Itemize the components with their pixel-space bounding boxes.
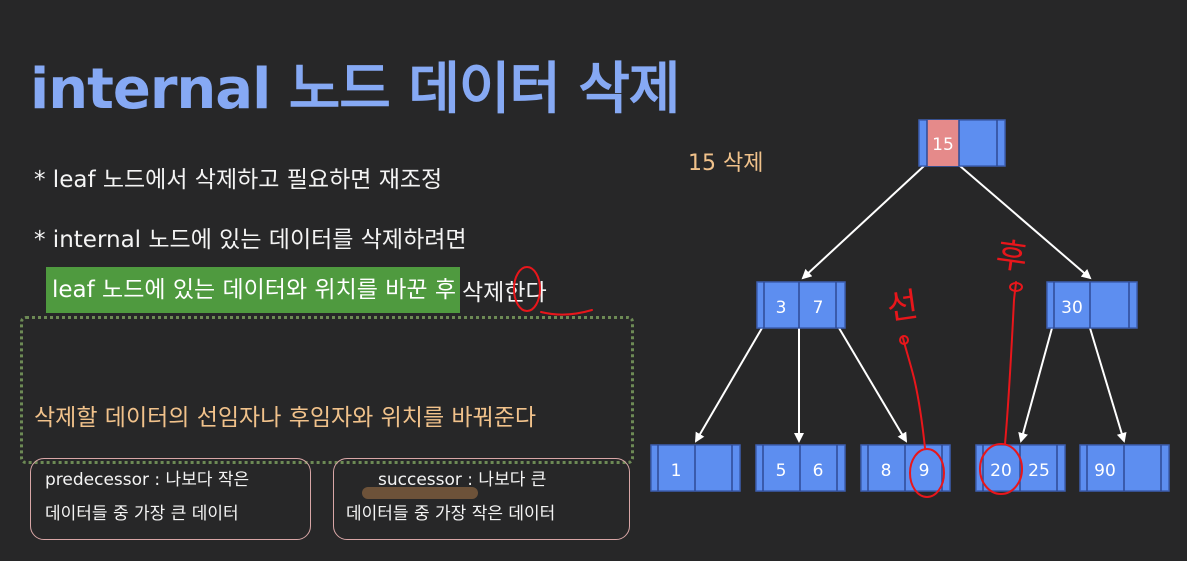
edge-30-to-90 <box>1089 327 1127 443</box>
dot-post <box>1009 282 1023 292</box>
circle-9-mark <box>909 448 945 498</box>
node-root: 15 <box>918 119 1006 167</box>
page-title: internal 노드 데이터 삭제 <box>30 57 680 122</box>
line-9-to-pre <box>902 337 926 449</box>
bullet-swap-line: leaf 노드에 있는 데이터와 위치를 바꾼 후 삭제한다 <box>46 267 547 313</box>
predecessor-callout: predecessor : 나보다 작은 데이터들 중 가장 큰 데이터 <box>30 458 311 540</box>
predecessor-line1: predecessor : 나보다 작은 <box>45 470 250 490</box>
bullet-internal-delete: * internal 노드에 있는 데이터를 삭제하려면 <box>34 227 467 253</box>
successor-callout: successor : 나보다 큰 데이터들 중 가장 작은 데이터 <box>333 458 630 540</box>
swap-text-rest: 삭제한다 <box>462 280 547 306</box>
leaf-5-6: 5 6 <box>755 444 846 492</box>
circle-hu-mark <box>513 266 541 312</box>
dotted-note-box <box>20 316 634 464</box>
handwritten-post: 후 <box>993 235 1030 279</box>
node-30-key-0: 30 <box>1061 298 1083 318</box>
line-20-to-post <box>1004 281 1017 445</box>
leaf-8-9-key-0: 8 <box>881 461 892 481</box>
successor-line1: successor : 나보다 큰 <box>378 470 547 490</box>
node-30: 30 <box>1046 281 1138 329</box>
edge-root-left <box>801 165 925 280</box>
leaf-1: 1 <box>650 444 741 492</box>
highlighted-swap-text: leaf 노드에 있는 데이터와 위치를 바꾼 후 <box>46 267 460 313</box>
predecessor-line2: 데이터들 중 가장 큰 데이터 <box>45 504 239 524</box>
node-root-key: 15 <box>932 135 954 155</box>
dot-pre <box>899 335 909 345</box>
leaf-20-25-key-1: 25 <box>1028 461 1050 481</box>
node-root-key-highlight <box>927 120 959 166</box>
leaf-20-25-key-0: 20 <box>990 461 1012 481</box>
edge-37-to-89 <box>838 327 908 443</box>
successor-line2: 데이터들 중 가장 작은 데이터 <box>346 504 556 524</box>
edge-37-to-1 <box>694 327 763 443</box>
swap-explanation-text: 삭제할 데이터의 선임자나 후임자와 위치를 바꿔준다 <box>34 405 537 431</box>
edge-root-right <box>959 165 1092 280</box>
edge-30-to-2025 <box>1018 327 1053 443</box>
leaf-1-key-0: 1 <box>671 461 682 481</box>
leaf-90-key-0: 90 <box>1094 461 1116 481</box>
red-annotations <box>513 266 1023 498</box>
node-3-7-key-1: 7 <box>813 298 824 318</box>
node-3-7-key-0: 3 <box>776 298 787 318</box>
leaf-20-25: 20 25 <box>975 444 1066 492</box>
node-3-7: 3 7 <box>756 281 846 329</box>
delete-target-label: 15 삭제 <box>688 151 764 176</box>
leaf-5-6-key-0: 5 <box>776 461 787 481</box>
underline-mark <box>540 309 593 316</box>
leaf-90: 90 <box>1079 444 1170 492</box>
successor-highlight-stroke <box>362 487 478 499</box>
handwritten-pre: 선 <box>884 285 921 329</box>
leaf-8-9-key-1: 9 <box>919 461 930 481</box>
leaf-5-6-key-1: 6 <box>813 461 824 481</box>
bullet-leaf-delete: * leaf 노드에서 삭제하고 필요하면 재조정 <box>34 167 443 193</box>
tree-edges <box>694 165 1127 443</box>
circle-20-mark <box>979 443 1023 495</box>
